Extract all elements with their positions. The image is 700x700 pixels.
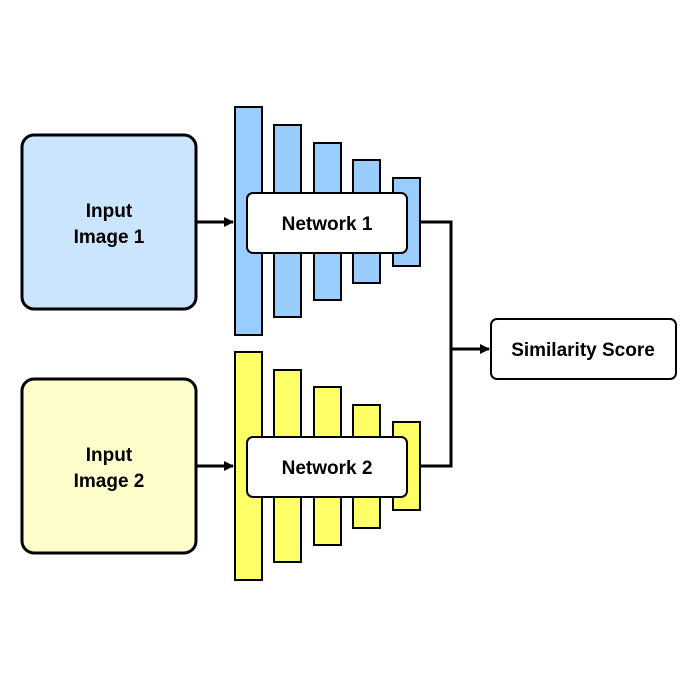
output: Similarity Score xyxy=(490,318,677,380)
branch-top: Input Image 1 Network 1 xyxy=(20,106,421,336)
input-image-2-box xyxy=(20,377,198,555)
network-2-box xyxy=(246,436,408,498)
connector-network-2-to-merge xyxy=(420,349,453,468)
network-2-label: Network 2 xyxy=(282,458,373,479)
merge-connector xyxy=(420,220,490,468)
input-image-1-box xyxy=(20,133,198,311)
input-image-1-label-line2: Image 1 xyxy=(74,227,145,248)
similarity-score-box xyxy=(490,318,677,380)
similarity-score-label: Similarity Score xyxy=(511,340,655,361)
input-image-2-label-line1: Input xyxy=(86,445,133,466)
branch-bottom: Input Image 2 Network 2 xyxy=(20,351,421,581)
connector-network-1-to-merge xyxy=(420,220,453,349)
input-image-1-label-line1: Input xyxy=(86,201,133,222)
input-image-2-label-line2: Image 2 xyxy=(74,471,145,492)
network-1-label: Network 1 xyxy=(282,214,373,235)
network-1-box xyxy=(246,192,408,254)
